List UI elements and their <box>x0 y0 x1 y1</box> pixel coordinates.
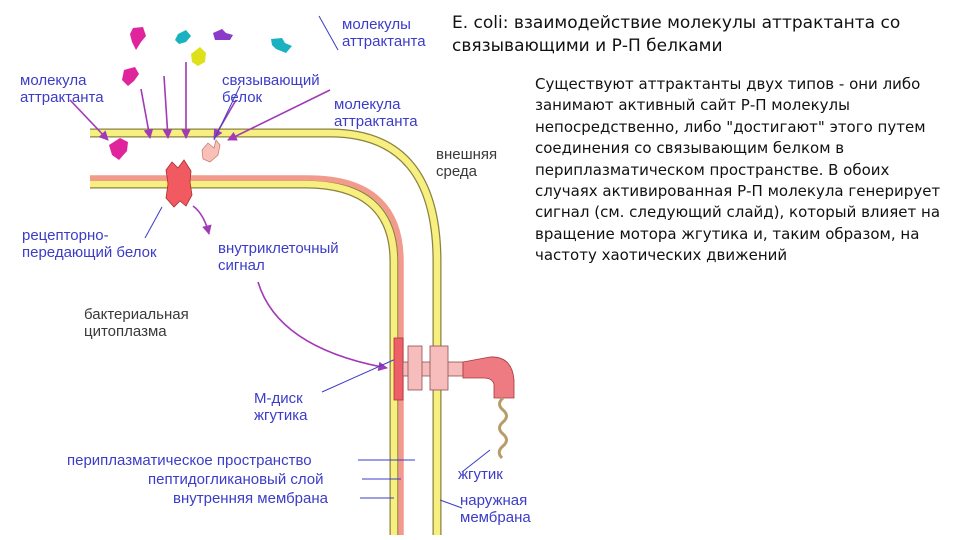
molecule-magenta-3 <box>109 138 128 160</box>
label-intracellular-signal: внутриклеточный сигнал <box>218 240 339 274</box>
receptor-protein <box>165 159 193 208</box>
hook <box>462 356 515 399</box>
bracket-attractants <box>318 15 339 51</box>
label-bacterial-cytoplasm: бактериальная цитоплазма <box>84 306 189 340</box>
flagellar-motor <box>393 337 515 460</box>
label-binding-protein: связывающий белок <box>222 72 320 106</box>
flagellum-filament <box>497 396 508 460</box>
slide-description: Существуют аттрактанты двух типов - они … <box>535 75 941 265</box>
label-receptor-protein: рецепторно- передающий белок <box>22 227 157 261</box>
label-attractant-molecule-right: молекула аттрактанта <box>334 96 418 130</box>
binding-protein-shape <box>201 139 221 163</box>
molecule-yellow-1 <box>191 47 206 66</box>
c-ring-left <box>407 345 423 391</box>
label-attractant-molecules-top: молекулы аттрактанта <box>342 16 426 50</box>
label-m-disk: М-диск жгутика <box>254 390 308 424</box>
arrow-mol-left-to-membrane <box>69 99 109 141</box>
leader-flagellum <box>461 449 491 473</box>
peptidoglycan-layer <box>90 175 404 535</box>
molecule-magenta-2 <box>122 67 139 86</box>
arrows <box>69 62 388 372</box>
arrow-mol-1-to-membrane <box>140 88 154 139</box>
arrow-mol-2-to-membrane <box>162 75 173 139</box>
leader-receptor <box>144 206 163 239</box>
attractant-molecules <box>109 27 292 163</box>
label-inner-membrane: внутренняя мембрана <box>173 490 328 507</box>
arrow-receptor-to-label <box>192 205 212 235</box>
molecule-violet-1 <box>213 29 233 40</box>
label-attractant-molecule-left: молекула аттрактанта <box>20 72 104 106</box>
molecule-magenta-1 <box>130 27 146 50</box>
l-ring <box>429 345 449 391</box>
molecule-teal-1 <box>175 30 191 44</box>
label-periplasmic-space: периплазматическое пространство <box>67 452 312 469</box>
molecule-teal-2 <box>271 38 292 53</box>
label-outer-membrane: наружная мембрана <box>460 492 531 526</box>
m-disk <box>393 337 404 401</box>
leader-m-disk <box>321 357 399 393</box>
leader-lines <box>144 15 491 509</box>
leader-binding-protein <box>213 85 241 141</box>
slide-title: E. coli: взаимодействие молекулы аттракт… <box>452 13 901 56</box>
arrow-mol-right <box>227 89 331 141</box>
arrow-signal-to-motor <box>257 281 388 372</box>
label-flagellum: жгутик <box>458 466 503 483</box>
leader-outer-membrane <box>439 499 463 509</box>
label-external-environment: внешняя среда <box>436 146 498 180</box>
label-peptidoglycan-layer: пептидогликановый слой <box>148 471 324 488</box>
